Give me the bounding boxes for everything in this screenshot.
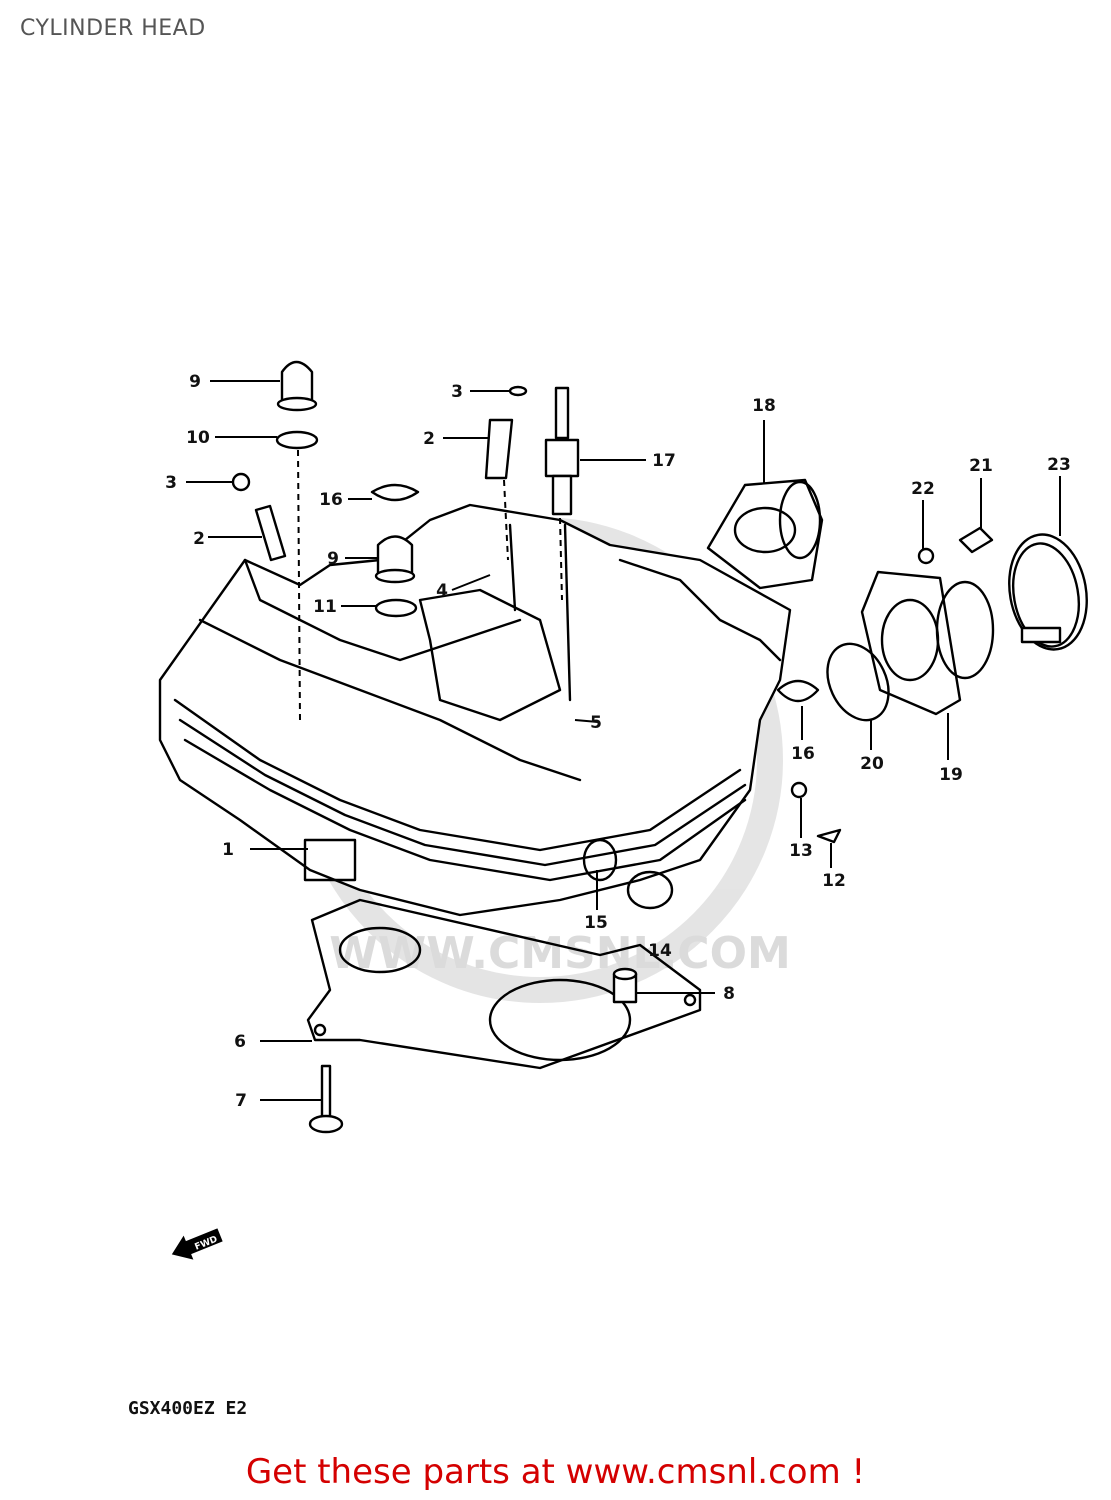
callout-9-top: 9 — [189, 372, 201, 392]
dowel-2-top — [484, 418, 514, 480]
callout-20: 20 — [860, 754, 884, 774]
callout-6: 6 — [234, 1032, 246, 1052]
page-title: CYLINDER HEAD — [20, 16, 206, 41]
callout-16-top: 16 — [319, 490, 343, 510]
model-code: GSX400EZ E2 — [128, 1398, 248, 1419]
spark-plug-17 — [544, 386, 580, 516]
clamp-23 — [1008, 533, 1088, 651]
cap-nut-9-middle — [374, 535, 416, 584]
oring-3-left — [231, 472, 251, 492]
cap-16-top — [370, 483, 420, 502]
callout-2-left: 2 — [193, 529, 205, 549]
leader-lines — [186, 380, 1061, 1101]
cta-link[interactable]: Get these parts at www.cmsnl.com ! — [245, 1452, 866, 1492]
callout-1: 1 — [222, 840, 234, 860]
callout-12: 12 — [822, 871, 846, 891]
screw-12 — [816, 828, 842, 844]
front-arrow-icon: FWD — [171, 1228, 223, 1260]
washer-10 — [275, 430, 319, 450]
callout-10: 10 — [186, 428, 210, 448]
washer-22 — [917, 547, 935, 565]
callout-19: 19 — [939, 765, 963, 785]
callout-3-left: 3 — [165, 473, 177, 493]
dowel-pin-8 — [612, 967, 638, 1004]
callout-7: 7 — [235, 1091, 247, 1111]
callout-18: 18 — [752, 396, 776, 416]
callout-11: 11 — [313, 597, 337, 617]
dowel-2-left — [254, 504, 287, 562]
callout-5: 5 — [590, 713, 602, 733]
callout-22: 22 — [911, 479, 935, 499]
screw-21 — [958, 526, 994, 554]
washer-11 — [374, 598, 418, 618]
callout-15: 15 — [584, 913, 608, 933]
bolt-7 — [308, 1064, 344, 1134]
callout-23: 23 — [1047, 455, 1071, 475]
oring-3-top — [508, 385, 528, 397]
callout-9-middle: 9 — [327, 549, 339, 569]
callout-21: 21 — [969, 456, 993, 476]
callout-13: 13 — [789, 841, 813, 861]
callout-14: 14 — [648, 941, 672, 961]
cap-nut-9-top — [276, 360, 318, 412]
cylinder-head-body — [158, 503, 792, 917]
head-gasket — [306, 898, 702, 1070]
oring-20 — [826, 642, 890, 722]
cap-16-right — [776, 679, 820, 703]
callout-4: 4 — [436, 581, 448, 601]
callout-17: 17 — [652, 451, 676, 471]
watermark-text: WWW.CMSNL.COM — [329, 928, 791, 979]
intake-pipe-18 — [706, 478, 824, 590]
callout-3-top: 3 — [451, 382, 463, 402]
callout-8: 8 — [723, 984, 735, 1004]
callout-labels: 1 2 2 3 3 4 5 6 7 8 9 9 10 11 12 13 14 1… — [165, 372, 1071, 1111]
callout-2-top: 2 — [423, 429, 435, 449]
intake-pipe-19 — [860, 570, 995, 716]
washer-13 — [790, 781, 808, 799]
callout-16-right: 16 — [791, 744, 815, 764]
